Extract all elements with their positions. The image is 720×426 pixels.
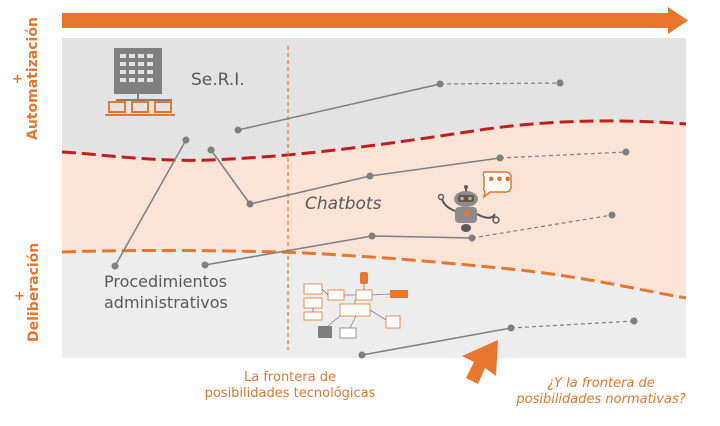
top-arrow — [62, 7, 688, 34]
robot-icon — [437, 185, 500, 232]
frontier-automation-curve — [61, 119, 687, 162]
trajectory-zigzag — [210, 149, 501, 205]
band-chatbots — [62, 120, 686, 298]
tech-frontier-caption-line2: posibilidades tecnológicas — [204, 386, 376, 401]
seri-label: Se.R.I. — [191, 70, 245, 90]
band-deliberation — [62, 250, 686, 358]
trajectory-dots — [111, 79, 638, 359]
laptop-icons — [105, 101, 175, 116]
tech-frontier-caption: La frontera de posibilidades tecnológica… — [200, 370, 380, 402]
trajectory-procedimientos-rise — [114, 139, 187, 267]
automation-plus: + — [12, 72, 23, 87]
norm-frontier-caption-line2: posibilidades normativas? — [516, 392, 686, 407]
trajectory-bottom — [361, 327, 512, 356]
norm-frontier-caption-line1: ¿Y la frontera de — [547, 376, 655, 391]
bottom-orange-arrow — [462, 340, 498, 384]
norm-frontier-caption: ¿Y la frontera de posibilidades normativ… — [506, 376, 696, 408]
chatbots-label: Chatbots — [305, 194, 382, 214]
speech-bubble-dots: ••• — [487, 173, 512, 188]
deliberation-axis-label: Deliberación — [26, 242, 42, 342]
process-flow-icon — [303, 272, 408, 339]
frontier-deliberation-curve — [61, 249, 687, 300]
deliberation-plus: + — [14, 289, 25, 304]
server-icon — [114, 48, 172, 101]
trajectories-dashed — [439, 82, 635, 329]
speech-bubble-icon — [482, 171, 512, 199]
procedimientos-label-line2: administrativos — [104, 293, 228, 312]
trajectory-seri — [237, 83, 441, 131]
procedimientos-label-line1: Procedimientos — [104, 272, 228, 291]
tech-frontier-caption-line1: La frontera de — [244, 370, 336, 385]
automation-axis-label: Automatización — [25, 17, 41, 140]
